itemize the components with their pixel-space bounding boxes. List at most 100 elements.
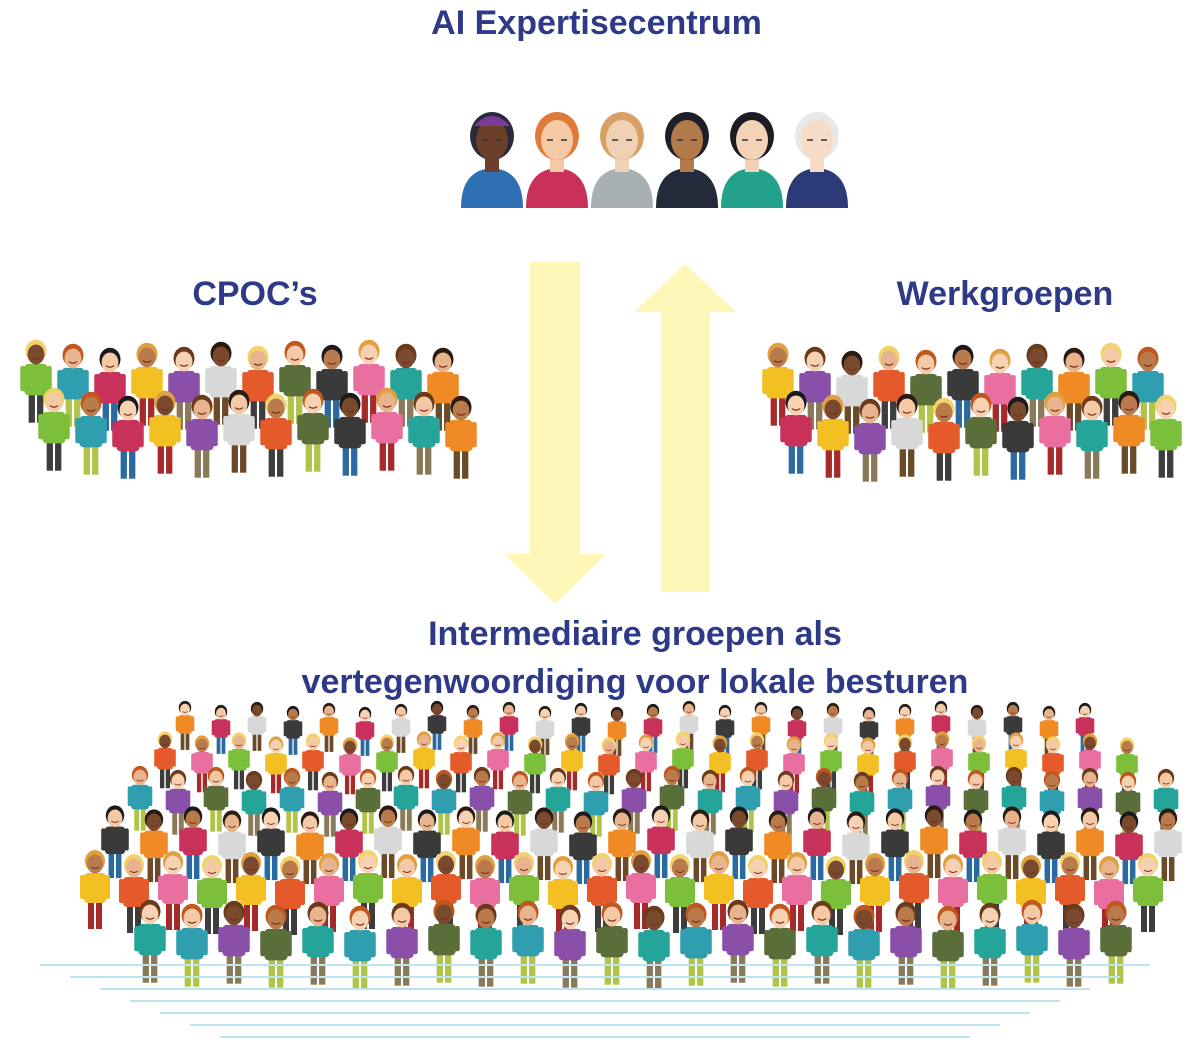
person-figure — [947, 344, 979, 428]
person-figure — [512, 900, 544, 984]
person-figure — [463, 704, 483, 754]
person-figure — [296, 811, 324, 885]
person-figure — [680, 902, 712, 986]
person-figure — [211, 704, 231, 754]
person-figure — [782, 852, 812, 931]
person-figure — [127, 765, 153, 831]
person-figure — [722, 899, 754, 983]
person-figure — [355, 768, 381, 834]
person-figure — [247, 701, 267, 751]
person-figure — [445, 395, 477, 479]
person-figure — [780, 390, 812, 474]
person-figure — [175, 700, 195, 750]
expert-avatar — [526, 112, 588, 208]
person-figure — [205, 341, 237, 425]
person-figure — [891, 393, 923, 477]
person-figure — [1076, 807, 1104, 881]
person-figure — [762, 342, 794, 426]
person-figure — [920, 805, 948, 879]
person-figure — [704, 851, 734, 930]
expert-avatar — [656, 112, 718, 208]
person-figure — [524, 736, 546, 794]
person-figure — [1150, 394, 1182, 478]
person-figure — [530, 807, 558, 881]
person-figure — [186, 394, 218, 478]
expert-avatar — [721, 112, 783, 208]
person-figure — [75, 391, 107, 475]
person-figure — [218, 810, 246, 884]
person-figure — [302, 901, 334, 985]
intermediaire-line-1: Intermediaire groepen als — [428, 615, 842, 653]
person-figure — [431, 769, 457, 835]
person-figure — [335, 808, 363, 882]
person-figure — [849, 771, 875, 837]
person-figure — [391, 703, 411, 753]
person-figure — [158, 851, 188, 930]
person-figure — [450, 735, 472, 793]
person-figure — [806, 900, 838, 984]
person-figure — [218, 900, 250, 984]
person-figure — [848, 904, 880, 988]
person-figure — [119, 854, 149, 933]
person-figure — [1154, 808, 1182, 882]
person-figure — [242, 345, 274, 429]
person-figure — [260, 904, 292, 988]
person-figure — [1115, 811, 1143, 885]
person-figure — [176, 903, 208, 987]
person-figure — [223, 389, 255, 473]
person-figure — [1058, 347, 1090, 431]
person-figure — [131, 342, 163, 426]
person-figure — [241, 770, 267, 836]
person-figure — [743, 855, 773, 934]
person-figure — [799, 346, 831, 430]
person-figure — [316, 344, 348, 428]
up-arrow — [634, 264, 736, 592]
person-figure — [998, 806, 1026, 880]
person-figure — [165, 769, 191, 835]
crowd-group — [20, 339, 477, 479]
person-figure — [149, 390, 181, 474]
person-figure — [297, 388, 329, 472]
bottom-crowd — [80, 700, 1182, 989]
person-figure — [94, 347, 126, 431]
person-figure — [764, 810, 792, 884]
person-figure — [638, 905, 670, 989]
person-figure — [491, 810, 519, 884]
person-figure — [665, 854, 695, 933]
person-figure — [197, 855, 227, 934]
crowd-group — [762, 342, 1182, 482]
person-figure — [817, 394, 849, 478]
person-figure — [1132, 346, 1164, 430]
person-figure — [890, 901, 922, 985]
person-figure — [57, 343, 89, 427]
intermediaire-line-2: vertegenwoordiging voor lokale besturen — [301, 663, 969, 701]
person-figure — [899, 850, 929, 929]
person-figure — [265, 736, 287, 794]
person-figure — [101, 805, 129, 879]
person-figure — [279, 767, 305, 833]
person-figure — [860, 853, 890, 932]
person-figure — [1002, 396, 1034, 480]
person-figure — [499, 701, 519, 751]
person-figure — [686, 809, 714, 883]
person-figure — [715, 704, 735, 754]
person-figure — [413, 809, 441, 883]
person-figure — [374, 805, 402, 879]
person-figure — [535, 705, 555, 755]
person-figure — [587, 853, 617, 932]
person-figure — [154, 731, 176, 789]
person-figure — [854, 398, 886, 482]
person-figure — [959, 809, 987, 883]
person-figure — [932, 905, 964, 989]
expert-avatar — [591, 112, 653, 208]
person-figure — [487, 732, 509, 790]
person-figure — [427, 347, 459, 431]
expert-avatar — [786, 112, 848, 208]
person-figure — [469, 766, 495, 832]
person-figure — [507, 770, 533, 836]
person-figure — [355, 706, 375, 756]
person-figure — [1100, 900, 1132, 984]
person-figure — [257, 807, 285, 881]
person-figure — [672, 731, 694, 789]
person-figure — [353, 339, 385, 423]
